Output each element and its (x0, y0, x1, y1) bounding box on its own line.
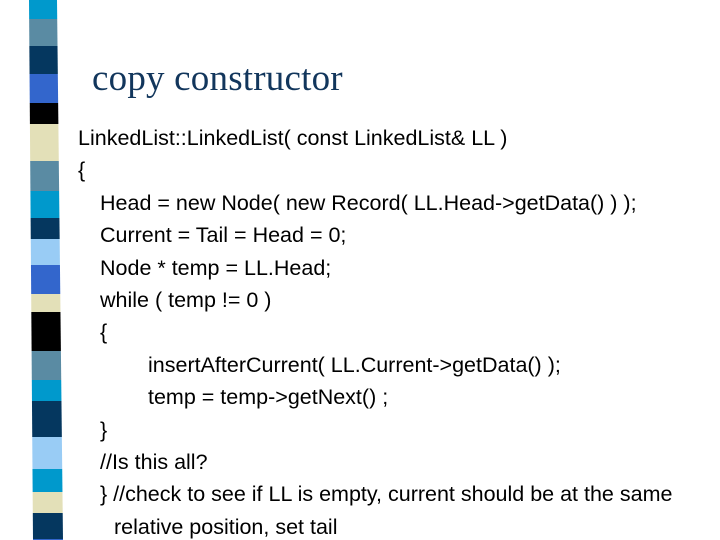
code-line: Node * temp = LL.Head; (100, 255, 332, 280)
page-title: copy constructor (92, 58, 343, 99)
code-line: } (100, 417, 108, 442)
code-line: { (78, 158, 86, 183)
code-line: Head = new Node( new Record( LL.Head->ge… (100, 190, 637, 215)
code-line: Current = Tail = Head = 0; (100, 223, 347, 248)
band-segment (29, 294, 63, 312)
band-segment (29, 380, 63, 401)
band-segment (29, 161, 63, 191)
band-segment (29, 469, 63, 492)
band-stack (29, 0, 63, 540)
code-block: LinkedList::LinkedList( const LinkedList… (78, 122, 718, 540)
code-line: while ( temp != 0 ) (100, 287, 272, 312)
color-band-svg (29, 0, 63, 540)
code-line: { (100, 320, 108, 345)
band-segment (29, 265, 63, 294)
band-segment (29, 351, 63, 380)
band-segment (29, 492, 63, 513)
band-segment (29, 103, 63, 124)
band-segment (29, 218, 63, 239)
code-line: //Is this all? (100, 449, 208, 474)
band-segment (29, 46, 63, 74)
code-line: insertAfterCurrent( LL.Current->getData(… (148, 352, 561, 377)
band-segment (29, 239, 63, 265)
band-segment (29, 124, 63, 161)
band-segment (29, 513, 63, 539)
code-line: temp = temp->getNext() ; (148, 385, 389, 410)
band-segment (29, 191, 63, 218)
band-segment (29, 312, 63, 351)
band-segment (29, 437, 63, 469)
code-line: } //check to see if LL is empty, current… (100, 482, 679, 539)
code-line: LinkedList::LinkedList( const LinkedList… (78, 126, 508, 150)
band-segment (29, 19, 63, 46)
band-segment (29, 74, 63, 103)
left-color-band-decoration (0, 0, 78, 540)
band-segment (29, 0, 63, 19)
band-segment (29, 401, 63, 437)
